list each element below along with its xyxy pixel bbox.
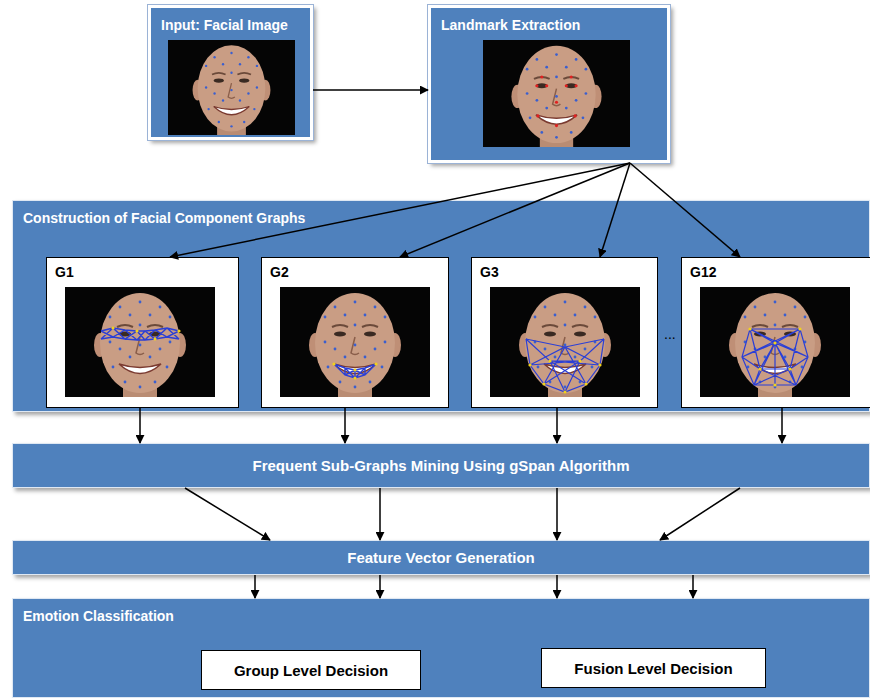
arrow-connector: [556, 575, 558, 598]
arrow-connector: [400, 163, 630, 257]
node-text: Frequent Sub-Graphs Mining Using gSpan A…: [253, 457, 630, 474]
process-band: Feature Vector Generation: [12, 540, 870, 575]
graph-edges: [334, 364, 376, 378]
arrow-connector: [313, 89, 428, 91]
g2-photo: [280, 287, 430, 397]
arrow-connector: [660, 488, 740, 540]
ellipsis-label: ...: [664, 326, 676, 342]
node-text: Group Level Decision: [234, 662, 388, 679]
arrow-connector: [692, 575, 694, 598]
mouth-graph: [332, 362, 377, 379]
node-text: G2: [270, 264, 289, 280]
input-photo: [168, 40, 295, 135]
node-text: Feature Vector Generation: [347, 549, 535, 566]
g12-photo: [700, 287, 850, 397]
g3-photo: [490, 287, 640, 397]
graph-vertices: [111, 326, 180, 340]
arrow-connector: [139, 408, 141, 443]
landmark-dots: [535, 75, 577, 127]
g1-photo: [65, 287, 215, 397]
arrow-connector: [185, 488, 270, 540]
decision-box: Group Level Decision: [201, 650, 421, 690]
graph-vertices: [528, 359, 601, 393]
arrow-connector: [379, 575, 381, 598]
node-text: G3: [480, 264, 499, 280]
mesh-graph: [742, 327, 808, 386]
node-text: Landmark Extraction: [441, 17, 580, 33]
arrow-connector: [556, 488, 558, 540]
decision-box: Fusion Level Decision: [541, 648, 766, 688]
arrow-connector: [600, 163, 630, 257]
graph-edges: [742, 329, 808, 385]
process-band: Frequent Sub-Graphs Mining Using gSpan A…: [12, 443, 870, 488]
arrow-connector: [781, 408, 783, 443]
graph-vertices: [332, 362, 377, 379]
eye-graph: [101, 326, 181, 340]
arrow-connector: [556, 408, 558, 443]
graph-vertices: [748, 327, 801, 386]
node-text: Emotion Classification: [23, 608, 174, 624]
node-text: Fusion Level Decision: [574, 660, 732, 677]
arrow-connector: [170, 163, 630, 257]
node-text: G12: [690, 264, 716, 280]
arrow-connector: [254, 575, 256, 598]
landmark-photo: [483, 40, 630, 147]
node-text: Input: Facial Image: [161, 17, 288, 33]
group-band: Group Level Decision Fusion Level Decisio…: [12, 598, 870, 698]
arrow-connector: [344, 408, 346, 443]
arrow-connector: [630, 163, 740, 257]
node-text: Construction of Facial Component Graphs: [23, 210, 305, 226]
arrow-connector: [379, 488, 381, 540]
jaw-graph: [526, 339, 604, 394]
graph-edges: [526, 339, 604, 392]
graph-edges: [101, 328, 179, 340]
node-text: G1: [55, 264, 74, 280]
